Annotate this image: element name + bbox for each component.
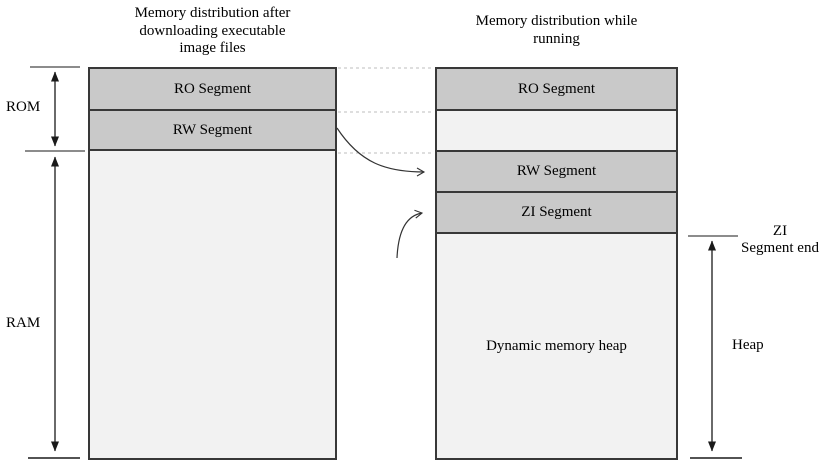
left-memory-box: RO Segment RW Segment: [88, 67, 337, 460]
right-empty-gap-region: [437, 111, 676, 152]
left-ro-segment: RO Segment: [90, 69, 335, 111]
right-title-line: Memory distribution while: [475, 13, 638, 29]
left-ro-segment-label: RO Segment: [173, 80, 252, 97]
left-column-title: Memory distribution after downloading ex…: [88, 5, 337, 58]
right-zi-segment-label: ZI Segment: [521, 204, 592, 220]
left-title-line: Memory distribution after: [134, 5, 291, 21]
heap-label: Heap: [732, 337, 764, 353]
rom-label: ROM: [6, 99, 41, 115]
rw-segment-mapping-arrow: [336, 127, 426, 177]
right-memory-box: RO Segment RW Segment ZI Segment Dynamic…: [435, 67, 678, 460]
left-title-line: image files: [179, 40, 246, 56]
zi-segment-end-line: Segment end: [741, 240, 819, 256]
right-rw-segment: RW Segment: [437, 152, 676, 193]
zi-segment-end-label: ZI Segment end: [733, 223, 827, 257]
right-zi-segment: ZI Segment: [437, 193, 676, 234]
dynamic-memory-heap-region: Dynamic memory heap: [437, 234, 676, 458]
zi-segment-mapping-arrow: [396, 209, 424, 259]
right-title-line: running: [533, 30, 580, 47]
dynamic-memory-heap-label: Dynamic memory heap: [486, 337, 627, 354]
left-rw-segment-label: RW Segment: [172, 121, 253, 138]
left-rw-segment: RW Segment: [90, 111, 335, 151]
right-rw-segment-label: RW Segment: [516, 163, 597, 179]
right-ro-segment: RO Segment: [437, 69, 676, 111]
left-unused-ram-region: [90, 151, 335, 458]
right-column-title: Memory distribution while running: [435, 13, 678, 48]
zi-segment-end-line: ZI: [772, 223, 788, 239]
right-ro-segment-label: RO Segment: [517, 80, 596, 97]
ram-label: RAM: [6, 315, 41, 331]
left-title-line: downloading executable: [139, 22, 286, 39]
